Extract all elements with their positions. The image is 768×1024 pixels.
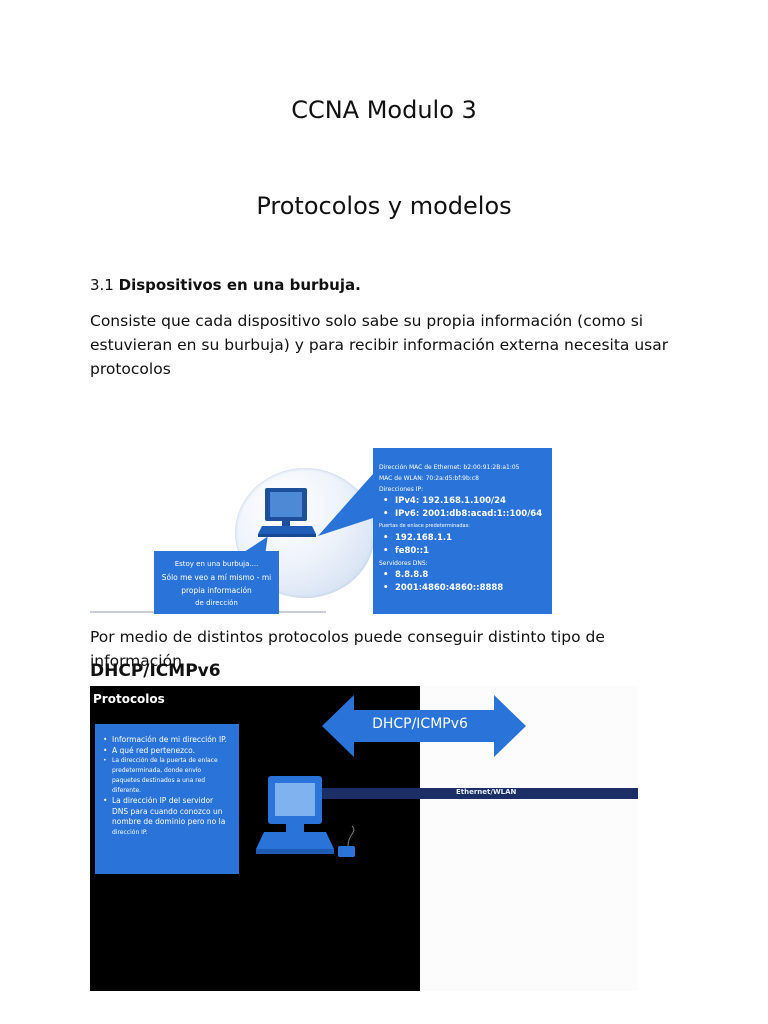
figure-heading: Protocolos [93,692,165,706]
document-subtitle: Protocolos y modelos [256,192,512,220]
list-item: A qué red pertenezco. [103,746,235,757]
link-label: Ethernet/WLAN [456,788,517,796]
caption-line: de dirección [195,599,238,607]
list-item: La dirección de la puerta de enlace [103,756,235,766]
ipv6-address: IPv6: 2001:db8:acad:1::100/64 [379,508,546,521]
list-item-continued: paquetes destinados a una red [112,777,206,784]
protocol-info-list: Información de mi dirección IP. A qué re… [95,724,239,874]
section-number: 3.1 [90,276,114,294]
document-title: CCNA Modulo 3 [291,96,477,124]
paragraph-protocols: Por medio de distintos protocolos puede … [90,628,605,670]
figure-device-bubble: Dirección MAC de Ethernet: b2:00:91:2B:a… [90,448,552,614]
double-arrow-icon [322,695,526,757]
caption-line: Sólo me veo a mí mismo - mi [161,573,272,582]
list-item-continued: nombre de dominio pero no la [112,817,226,826]
ip-header: Direcciones IP: [379,486,424,493]
paragraph-bubble: Consiste que cada dispositivo solo sabe … [90,312,669,378]
arrow-label: DHCP/ICMPv6 [372,716,468,732]
dns-header: Servidores DNS: [379,560,428,567]
bubble-caption: Estoy en una burbuja.... Sólo me veo a m… [154,551,279,614]
caption-line: propia información [181,586,252,595]
list-item-continued: DNS para cuando conozco un [112,806,223,816]
ipv4-address: IPv4: 192.168.1.100/24 [379,495,546,508]
section-heading: 3.1 Dispositivos en una burbuja. [90,276,361,294]
dns-ipv6: 2001:4860:4860::8888 [379,582,546,595]
dns-ipv4: 8.8.8.8 [379,569,546,582]
gateway-ipv6: fe80::1 [379,545,546,558]
gateway-ipv4: 192.168.1.1 [379,532,546,545]
list-item: Información de mi dirección IP. [103,735,235,746]
computer-icon [238,474,373,556]
section-title: Dispositivos en una burbuja. [118,276,361,294]
mac-wlan: MAC de WLAN: 70:2a:d5:bf:9b:c8 [379,475,479,482]
gateway-header: Puertas de enlace predeterminadas: [379,523,470,529]
figure-protocols: Protocolos Información de mi dirección I… [90,686,638,991]
list-item-continued: diferente. [112,787,142,794]
protocol-graphics [256,695,638,857]
device-info-panel: Dirección MAC de Ethernet: b2:00:91:2B:a… [373,448,552,614]
list-item: La dirección IP del servidor [103,796,235,807]
network-link-line [316,788,638,799]
caption-line: Estoy en una burbuja.... [174,560,259,568]
list-item-continued: predeterminada, donde envío [112,767,202,774]
computer-icon [256,776,355,857]
mac-ethernet: Dirección MAC de Ethernet: b2:00:91:2B:a… [379,464,520,471]
list-item-continued: dirección IP. [112,828,148,836]
protocol-subheading: DHCP/ICMPv6 [90,661,221,681]
